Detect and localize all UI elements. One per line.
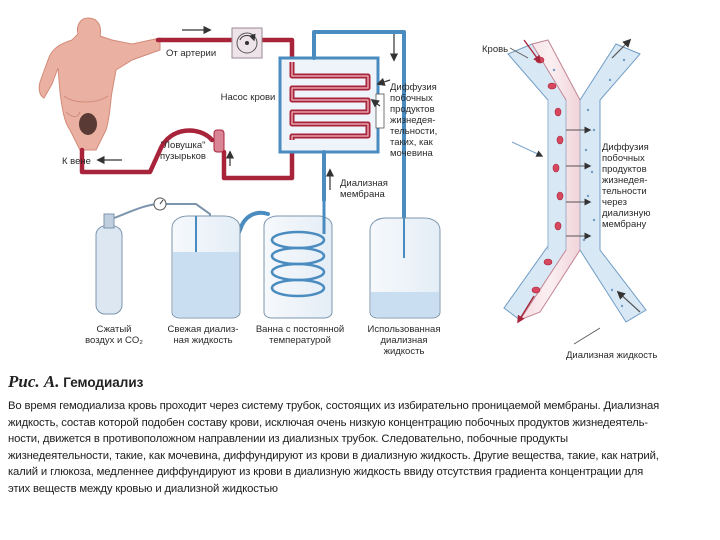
label-compressed-air: Сжатый воздух и CO₂: [85, 324, 143, 346]
gas-cylinder: [95, 197, 211, 315]
blood-circuit: [79, 37, 295, 181]
water-bath: [263, 200, 333, 319]
label-from-artery: От артерии: [166, 48, 217, 59]
caption-title: Рис. А. Гемодиализ: [8, 372, 712, 392]
caption-line: Во время гемодиализа кровь проходит чере…: [8, 400, 660, 412]
caption-line: ности, движется в противоположном направ…: [8, 433, 568, 446]
caption-body: Во время гемодиализа кровь проходит чере…: [8, 398, 712, 498]
patient-figure: [38, 17, 161, 151]
label-to-vein: К вене: [62, 156, 91, 167]
blood-pump: [231, 27, 263, 59]
hemodialysis-diagram: [38, 17, 647, 345]
label-diffusion-left: Диффузия побочных продуктов жизнедея- те…: [390, 82, 438, 159]
label-dialysis-fluid: Диализная жидкость: [566, 350, 658, 361]
figure-label: Рис. А.: [8, 372, 60, 391]
label-water-bath: Ванна с постоянной температурой: [255, 324, 345, 346]
caption-line: жидкость, состав которой подобен составу…: [8, 416, 648, 429]
label-diffusion-right: Диффузия побочных продуктов жизнедея- те…: [602, 142, 651, 230]
fresh-fluid-jar: [171, 215, 241, 319]
label-dialysis-membrane: Диализная мембрана: [340, 178, 388, 200]
figure-title: Гемодиализ: [63, 375, 144, 390]
dialyzer: [278, 56, 385, 154]
vessel-detail: [503, 38, 647, 345]
caption-line: жизнедеятельности, такие, как мочевина, …: [8, 449, 659, 462]
figure-caption: Рис. А. Гемодиализ Во время гемодиализа …: [8, 372, 712, 498]
label-blood: Кровь: [482, 44, 509, 55]
caption-line: калий и глюкоза, медленнее диффундируют …: [8, 466, 644, 479]
used-fluid-jar: [369, 217, 441, 319]
caption-line: этих веществ между кровью и диализной жи…: [8, 482, 278, 495]
label-fresh-fluid: Свежая диализ- ная жидкость: [167, 324, 239, 346]
bubble-trap: [213, 129, 225, 153]
label-bubble-trap: "Ловушка" пузырьков: [160, 140, 206, 162]
label-blood-pump: Насос крови: [220, 92, 276, 103]
flow-arrows: [96, 25, 399, 190]
label-used-fluid: Использованная диализная жидкость: [367, 324, 441, 357]
